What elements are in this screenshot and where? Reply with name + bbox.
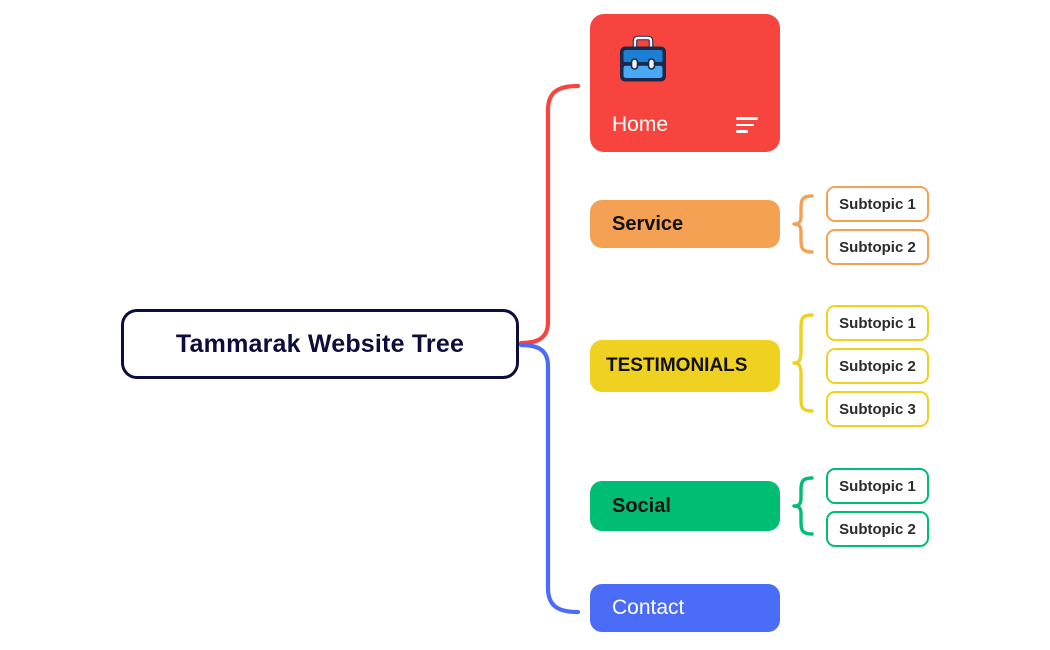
subtopic-service-1[interactable]: Subtopic 1 [826, 186, 929, 222]
subtopic-label: Subtopic 2 [839, 520, 916, 538]
subtopic-service-2[interactable]: Subtopic 2 [826, 229, 929, 265]
branch-node-contact-label: Contact [612, 596, 685, 619]
branch-node-social-label: Social [612, 494, 671, 517]
subtopic-label: Subtopic 1 [839, 477, 916, 495]
subtopic-label: Subtopic 2 [839, 357, 916, 375]
subtopic-testimonials-1[interactable]: Subtopic 1 [826, 305, 929, 341]
subtopic-social-2[interactable]: Subtopic 2 [826, 511, 929, 547]
subtopic-brace-social [792, 476, 814, 536]
home-card-footer: Home [590, 112, 780, 138]
hamburger-menu-icon[interactable] [736, 117, 758, 133]
briefcase-icon [614, 34, 672, 91]
subtopic-testimonials-2[interactable]: Subtopic 2 [826, 348, 929, 384]
subtopic-label: Subtopic 1 [839, 314, 916, 332]
branch-node-contact[interactable]: Contact [590, 584, 780, 632]
main-connector-lower [518, 342, 581, 615]
branch-node-testimonials[interactable]: TESTIMONIALS [590, 340, 780, 392]
subtopic-brace-testimonials [792, 313, 814, 413]
subtopic-social-1[interactable]: Subtopic 1 [826, 468, 929, 504]
branch-node-service[interactable]: Service [590, 200, 780, 248]
subtopic-brace-service [792, 194, 814, 254]
branch-node-social[interactable]: Social [590, 481, 780, 531]
branch-node-home[interactable]: Home [590, 14, 780, 152]
subtopic-label: Subtopic 2 [839, 238, 916, 256]
subtopic-testimonials-3[interactable]: Subtopic 3 [826, 391, 929, 427]
branch-node-home-label: Home [612, 113, 669, 136]
root-node[interactable]: Tammarak Website Tree [121, 309, 519, 379]
main-connector-upper [518, 83, 581, 346]
subtopic-label: Subtopic 1 [839, 195, 916, 213]
branch-node-service-label: Service [612, 212, 684, 235]
subtopic-label: Subtopic 3 [839, 400, 916, 418]
branch-node-testimonials-label: TESTIMONIALS [606, 355, 748, 376]
root-node-label: Tammarak Website Tree [175, 329, 465, 358]
